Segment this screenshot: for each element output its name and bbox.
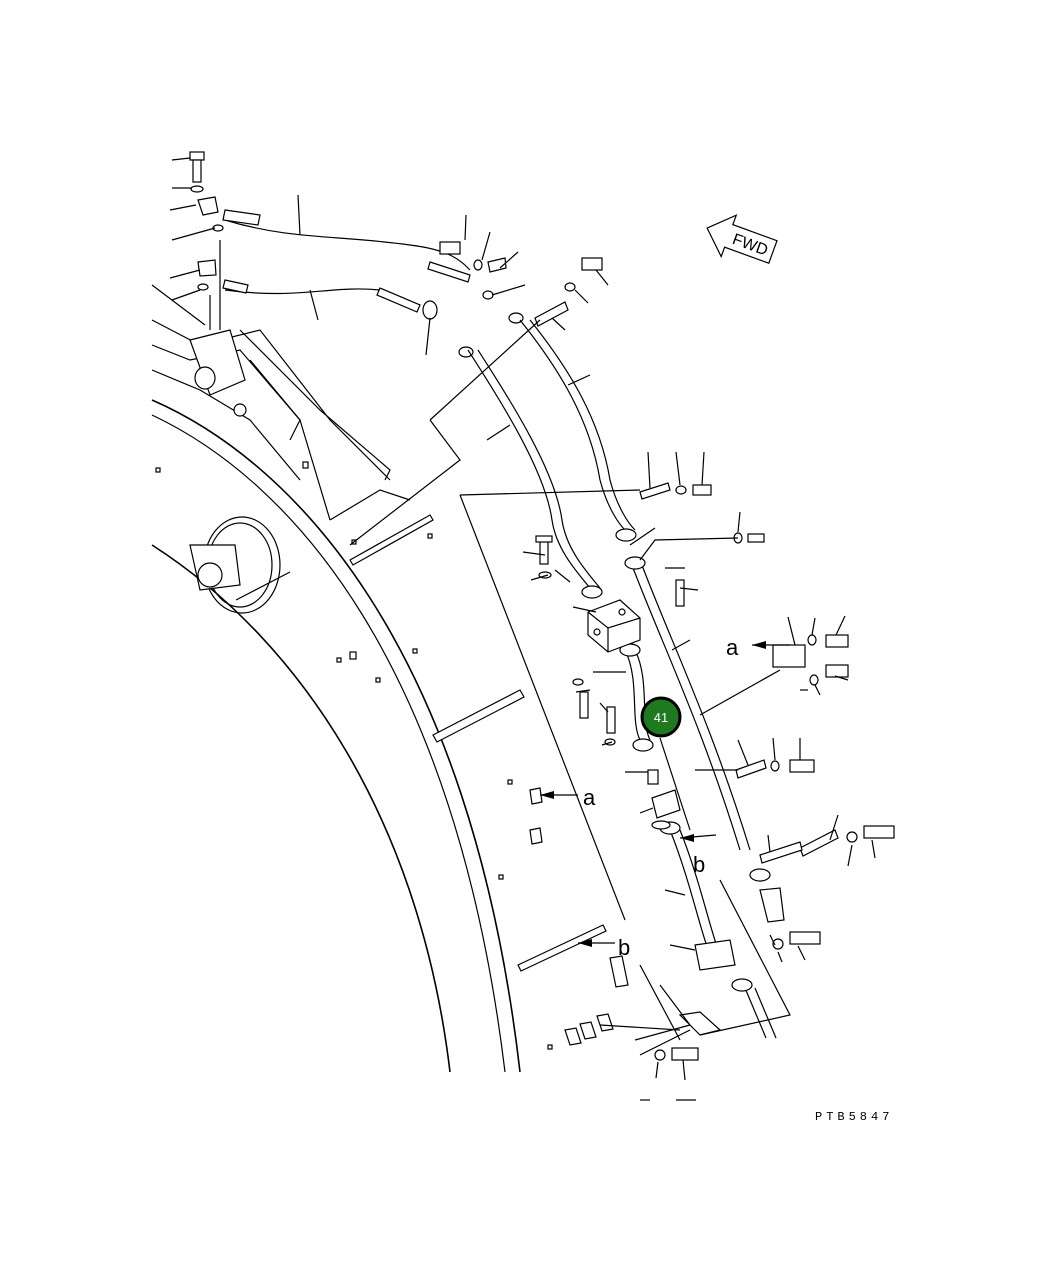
forward-direction-arrow: FWD xyxy=(706,214,778,265)
hoses xyxy=(222,209,524,358)
callout-number: 41 xyxy=(654,710,668,725)
view-arrows xyxy=(540,641,790,947)
rigid-pipes xyxy=(467,319,777,1039)
view-label-b-upper: b xyxy=(693,852,705,877)
boom-frame xyxy=(151,319,553,1073)
right-fasteners xyxy=(439,241,895,1061)
view-label-b-lower: b xyxy=(618,935,630,960)
view-label-a-upper: a xyxy=(726,635,739,660)
view-label-a-lower: a xyxy=(583,785,596,810)
clamp-brackets xyxy=(349,514,629,1046)
top-left-fittings xyxy=(189,151,224,330)
manifold-block xyxy=(587,599,681,830)
drawing-code: PTB5847 xyxy=(815,1110,893,1124)
callout-marker[interactable] xyxy=(640,696,682,738)
part-callout-41[interactable]: 41 xyxy=(640,696,682,738)
leader-lines xyxy=(151,157,876,1101)
